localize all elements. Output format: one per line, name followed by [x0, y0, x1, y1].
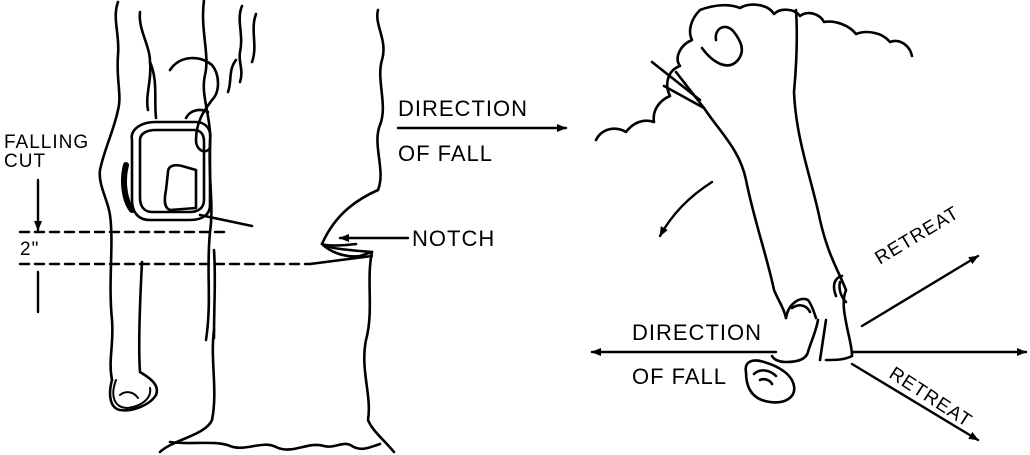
- falling-cut-label-line2: CUT: [4, 152, 46, 171]
- falling-cut-label-line1: FALLING: [4, 133, 89, 152]
- tree-trunk-left: [160, 10, 394, 452]
- direction-of-fall-left-line1: DIRECTION: [398, 98, 528, 120]
- retreat-upper-arrow: [862, 256, 978, 326]
- direction-of-fall-left-line2: OF FALL: [398, 143, 493, 165]
- two-inch-label: 2": [20, 240, 39, 259]
- sawyer-figure: [100, 0, 256, 410]
- notch-tip-line: [310, 256, 372, 264]
- notch-label: NOTCH: [412, 228, 495, 250]
- chainsaw: [124, 122, 252, 226]
- rotation-arrow: [660, 182, 712, 236]
- direction-of-fall-right-line1: DIRECTION: [632, 322, 762, 344]
- direction-of-fall-right-line2: OF FALL: [632, 366, 727, 388]
